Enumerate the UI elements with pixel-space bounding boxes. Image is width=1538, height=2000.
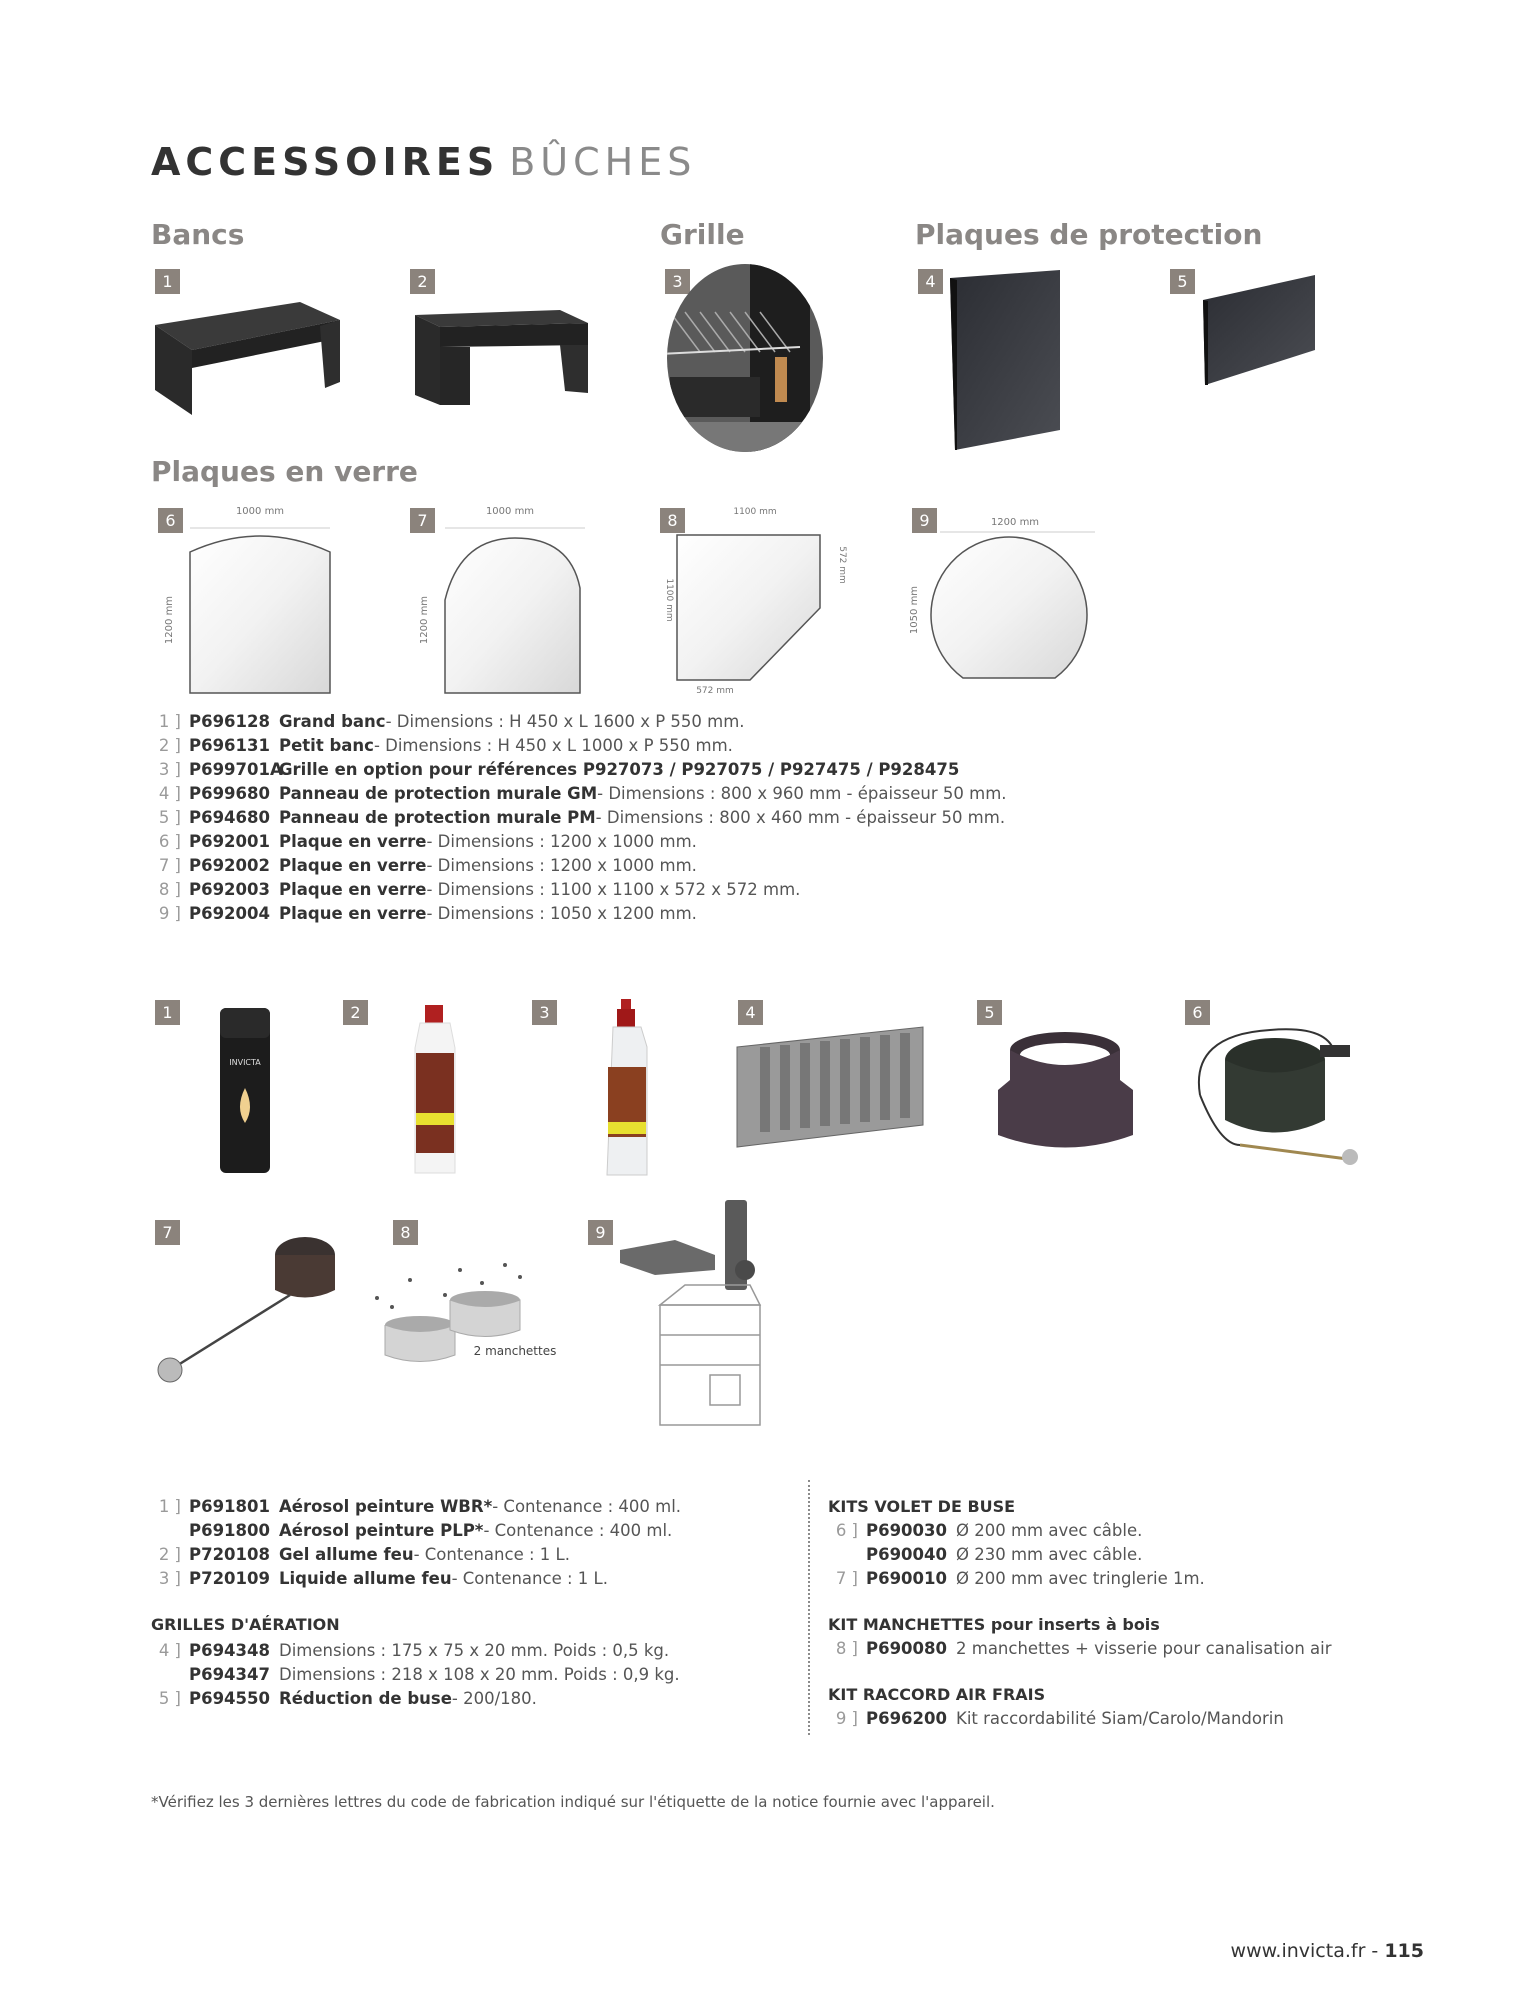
svg-text:1100 mm: 1100 mm [733,507,776,517]
section-title-plaques-verre: Plaques en verre [151,455,418,488]
badge-5: 5 [1170,269,1195,294]
badge-b9: 9 [588,1220,613,1245]
badge-b3: 3 [532,1000,557,1025]
badge-b4: 4 [738,1000,763,1025]
reduction-buse-image [998,1032,1133,1148]
badge-b5: 5 [977,1000,1002,1025]
petit-banc-image [415,310,588,405]
footnote: *Vérifiez les 3 dernières lettres du cod… [151,1793,995,1811]
grille-aeration-image [736,1026,924,1148]
badge-b6: 6 [1185,1000,1210,1025]
svg-text:1100 mm: 1100 mm [664,578,674,621]
badge-9: 9 [912,508,937,533]
svg-text:1000 mm: 1000 mm [486,506,534,517]
svg-text:1200 mm: 1200 mm [419,596,430,644]
grand-banc-image [155,302,340,415]
badge-1: 1 [155,269,180,294]
page-title-bold: ACCESSOIRES [151,140,500,184]
page-number: 115 [1384,1940,1424,1962]
plaque-verre-2-diagram: 1000 mm 1200 mm [419,506,585,694]
manchettes-caption: 2 manchettes [474,1344,557,1358]
badge-6: 6 [158,508,183,533]
badge-b2: 2 [343,1000,368,1025]
section-title-grille: Grille [660,218,745,251]
website-link[interactable]: www.invicta.fr [1230,1940,1366,1962]
badge-2: 2 [410,269,435,294]
svg-text:INVICTA: INVICTA [229,1058,261,1067]
badge-8: 8 [660,508,685,533]
dim-width: 1000 mm [236,506,284,517]
manchettes-heading: KIT MANCHETTES pour inserts à bois [828,1615,1160,1634]
kit-raccord-air-image [620,1200,762,1426]
grille-image [667,264,823,452]
raccord-air-heading: KIT RACCORD AIR FRAIS [828,1685,1046,1704]
svg-text:572 mm: 572 mm [696,686,734,695]
grilles-aeration-heading: GRILLES D'AÉRATION [151,1615,340,1634]
svg-text:572 mm: 572 mm [837,546,847,584]
column-divider [808,1480,810,1735]
badge-b8: 8 [393,1220,418,1245]
gel-allume-feu-image [414,1005,456,1174]
section-title-bancs: Bancs [151,218,245,251]
plaque-verre-4-diagram: 1200 mm 1050 mm [909,517,1095,679]
volet-buse-tringlerie-image [157,1237,335,1383]
plaque-verre-1-diagram: 1000 mm 1200 mm [164,506,331,694]
page-title-light: BÛCHES [509,140,697,184]
manchettes-image: 2 manchettes [375,1263,557,1362]
liquide-allume-feu-image [606,999,648,1176]
volet-buse-heading: KITS VOLET DE BUSE [828,1497,1016,1516]
panneau-pm-image [1203,275,1315,385]
svg-text:1200 mm: 1200 mm [991,517,1039,528]
badge-3: 3 [665,269,690,294]
svg-text:1200 mm: 1200 mm [164,596,175,644]
badge-b7: 7 [155,1220,180,1245]
volet-buse-cable-image [1197,1028,1358,1165]
badge-b1: 1 [155,1000,180,1025]
badge-4: 4 [918,269,943,294]
plaque-verre-3-diagram: 1100 mm 1100 mm 572 mm 572 mm [664,507,847,695]
page-footer: www.invicta.fr - 115 [1230,1940,1424,1962]
aerosol-image: INVICTA [220,1008,270,1173]
badge-7: 7 [410,508,435,533]
section-title-plaques-protection: Plaques de protection [915,218,1263,251]
panneau-gm-image [950,270,1060,450]
svg-text:1050 mm: 1050 mm [909,586,920,634]
